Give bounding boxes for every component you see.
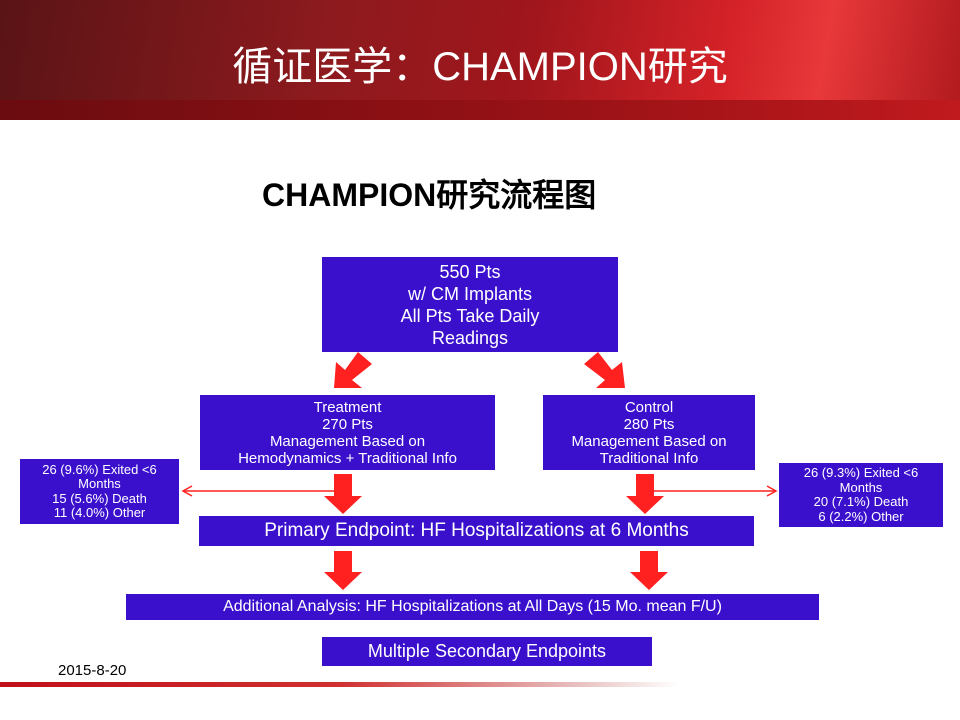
enrollment-line: w/ CM Implants [407,283,533,304]
arrowhead-left-icon [181,485,193,497]
arrow-down-icon [630,551,668,590]
footer-rule [0,682,680,687]
exit-line: 11 (4.0%) Other [53,505,146,520]
enrollment-line: Readings [431,327,509,348]
diagram-title: CHAMPION研究流程图 [262,177,597,213]
exit-line: 6 (2.2%) Other [818,508,904,524]
control-line: 280 Pts [623,415,675,433]
arrow-down-left-icon [334,352,372,388]
arrow-down-icon [324,551,362,590]
control-line: Control [624,398,674,416]
arrow-down-icon [324,474,362,514]
arrow-down-icon [626,474,664,514]
slide-date: 2015-8-20 [58,662,127,679]
enrollment-line: 550 Pts [439,261,501,282]
exit-line: 20 (7.1%) Death [813,494,909,509]
primary-endpoint-box: Primary Endpoint: HF Hospitalizations at… [199,516,754,546]
control-line: Traditional Info [599,449,699,467]
control-line: Management Based on [571,432,727,450]
header-banner: 循证医学：CHAMPION研究 [0,0,960,120]
treatment-line: Hemodynamics + Traditional Info [238,449,457,467]
treatment-line: 270 Pts [322,415,373,433]
secondary-endpoints-box: Multiple Secondary Endpoints [322,637,652,666]
control-box: Control 280 Pts Management Based on Trad… [543,395,755,470]
control-exit-box: 26 (9.3%) Exited <6 Months 20 (7.1%) Dea… [779,463,943,527]
exit-line: 26 (9.3%) Exited <6 [803,465,919,480]
exit-line: 26 (9.6%) Exited <6 [42,461,157,477]
treatment-box: Treatment 270 Pts Management Based on He… [200,395,495,470]
slide-title: 循证医学：CHAMPION研究 [232,45,728,89]
treatment-line: Treatment [313,398,382,416]
treatment-exit-box: 26 (9.6%) Exited <6 Months 15 (5.6%) Dea… [20,459,179,524]
arrowhead-right-icon [766,485,778,497]
treatment-line: Management Based on [269,432,426,450]
header-band [0,100,960,120]
exit-line: Months [839,479,883,495]
arrow-down-right-icon [584,352,625,388]
exit-line: Months [78,476,121,491]
enrollment-box: 550 Pts w/ CM Implants All Pts Take Dail… [322,257,618,352]
exit-line: 15 (5.6%) Death [52,490,147,506]
additional-analysis-box: Additional Analysis: HF Hospitalizations… [126,594,819,620]
enrollment-line: All Pts Take Daily [400,305,540,326]
